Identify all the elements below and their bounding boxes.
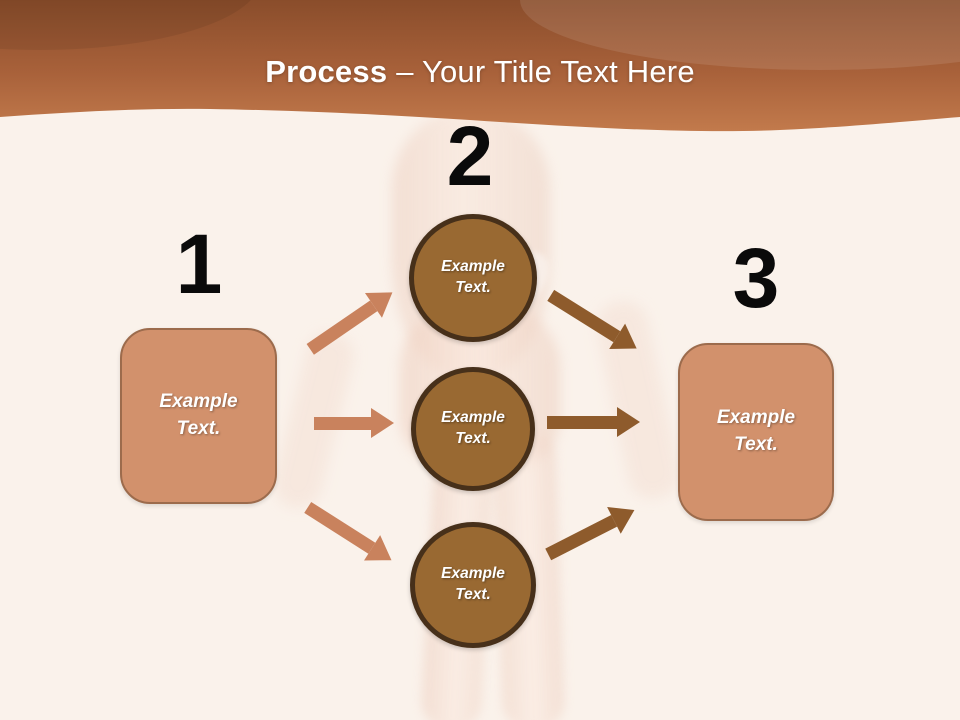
arrow-shaft	[314, 416, 371, 430]
process-circle-bottom: Example Text.	[410, 522, 536, 648]
arrow-shaft	[547, 289, 621, 342]
process-circle-middle: Example Text.	[411, 367, 535, 491]
process-circle-label: Example Text.	[441, 258, 505, 296]
process-box-label: Example Text.	[159, 391, 238, 439]
title-keyword: Process	[265, 54, 388, 89]
arrow-shaft	[547, 415, 617, 429]
process-circle-label: Example Text.	[441, 409, 505, 447]
page-title: Process– Your Title Text Here	[0, 54, 960, 90]
title-subtitle: – Your Title Text Here	[396, 54, 695, 89]
header-wave-band	[0, 0, 960, 132]
arrow-head-icon	[617, 407, 640, 437]
arrow-left-to-bottom-circle	[300, 494, 400, 573]
arrow-shaft	[306, 300, 378, 355]
step-number-2: 2	[446, 109, 494, 203]
step-number-1: 1	[175, 217, 223, 311]
arrow-left-to-top-circle	[302, 279, 401, 361]
arrow-middle-circle-to-right	[547, 407, 640, 437]
arrow-shaft	[545, 514, 617, 560]
process-circle-label: Example Text.	[441, 565, 505, 603]
arrow-left-to-middle-circle	[314, 408, 394, 438]
process-circle-top: Example Text.	[409, 214, 537, 342]
arrow-bottom-circle-to-right	[541, 496, 642, 568]
process-box-step-1: Example Text.	[120, 328, 277, 504]
process-box-label: Example Text.	[716, 407, 796, 455]
arrow-head-icon	[371, 408, 394, 438]
arrow-shaft	[304, 501, 376, 554]
arrow-top-circle-to-right	[543, 282, 645, 362]
step-number-3: 3	[732, 231, 780, 325]
process-box-step-3: Example Text.	[678, 343, 834, 521]
